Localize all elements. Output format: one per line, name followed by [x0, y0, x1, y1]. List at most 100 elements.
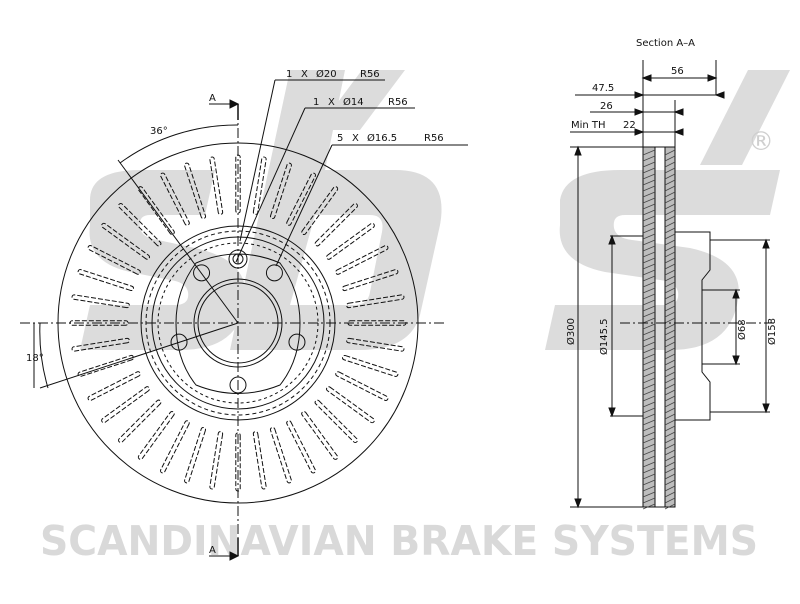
dim-158-arrow-top [762, 238, 770, 249]
hatch-line [664, 419, 676, 426]
sbs-logo-watermark [80, 70, 790, 350]
hatch-line [664, 263, 676, 270]
hatch-line [664, 215, 676, 222]
hatch-line [642, 467, 656, 474]
hatch-line [642, 497, 656, 504]
cooling-vane [184, 427, 207, 484]
cooling-vane [137, 411, 175, 460]
hatch-line [664, 455, 676, 462]
hatch-line [642, 389, 656, 396]
hatch-line [642, 473, 656, 480]
hatch-line [664, 173, 676, 180]
cooling-vane [71, 337, 130, 352]
registered-mark: ® [748, 127, 774, 157]
callout-2-radius: R56 [388, 97, 408, 108]
hatch-line [664, 305, 676, 312]
hatch-line [664, 413, 676, 420]
hatch-line [642, 251, 656, 258]
cooling-vane [286, 172, 316, 226]
hatch-line [642, 335, 656, 342]
callout-2: 1 X Ø14 R56 [313, 96, 408, 108]
hatch-line [664, 227, 676, 234]
min-th-value: 22 [623, 120, 636, 131]
hatch-line [642, 329, 656, 336]
hatch-line [664, 269, 676, 276]
cooling-vane [301, 411, 339, 460]
hatch-line [664, 353, 676, 360]
hatch-line [642, 239, 656, 246]
hatch-line [642, 209, 656, 216]
hatch-line [664, 233, 676, 240]
hatch-line [642, 443, 656, 450]
hatch-line [642, 413, 656, 420]
hatch-line [664, 497, 676, 504]
leader-callout-3 [275, 144, 333, 267]
cooling-vane [301, 186, 339, 235]
hatch-line [642, 503, 656, 510]
angle-18-arc [39, 322, 49, 389]
hatch-line [642, 245, 656, 252]
hatch-line [642, 269, 656, 276]
hatch-line [642, 233, 656, 240]
dim-26-label: 26 [600, 101, 613, 112]
hatch-line [642, 347, 656, 354]
hatch-line [664, 245, 676, 252]
hatch-line [664, 191, 676, 198]
hatch-line [642, 215, 656, 222]
cooling-vane [101, 222, 150, 260]
hatch-line [664, 431, 676, 438]
dim-145-arrow-bottom [608, 407, 616, 418]
tagline-text: SCANDINAVIAN BRAKE SYSTEMS [40, 517, 758, 565]
wheel-bolt-hole [265, 264, 283, 282]
hatch-line [664, 461, 676, 468]
cooling-vane [87, 371, 141, 401]
section-marker-bottom: A [209, 545, 216, 556]
cooling-vane [335, 245, 389, 275]
hatch-line [664, 281, 676, 288]
hatch-line [642, 383, 656, 390]
hatch-line [664, 449, 676, 456]
hatch-line [642, 425, 656, 432]
callout-1-radius: R56 [360, 69, 380, 80]
logo-slash-right [700, 70, 790, 165]
callout-2-diameter: Ø14 [343, 96, 364, 108]
hatch-line [664, 167, 676, 174]
section-title: Section A–A [636, 38, 695, 49]
hatch-line [664, 257, 676, 264]
hatch-line [642, 263, 656, 270]
dim-300-arrow-bottom [574, 498, 582, 509]
section-arrow-bottom-head [229, 551, 240, 561]
hatch-line [664, 239, 676, 246]
hatch-line [664, 275, 676, 282]
callout-2-qty: 1 [313, 97, 319, 108]
cooling-vane [118, 399, 162, 443]
dim-300-arrow-top [574, 145, 582, 156]
hat-profile [675, 231, 711, 421]
hatch-line [642, 299, 656, 306]
cooling-vane [269, 427, 292, 484]
hatch-line [664, 365, 676, 372]
hatch-line [642, 173, 656, 180]
cooling-vane [346, 294, 405, 309]
cooling-vane [335, 371, 389, 401]
callout-3-x: X [352, 133, 359, 144]
cooling-vane [160, 172, 190, 226]
cooling-vane [342, 354, 399, 377]
hatch-line [664, 503, 676, 510]
dim-56-label: 56 [671, 66, 684, 77]
min-th-label: Min TH [571, 120, 606, 131]
cooling-vane [77, 269, 134, 292]
cooling-vane [326, 222, 375, 260]
callout-1-x: X [301, 69, 308, 80]
cooling-vane [314, 399, 358, 443]
cooling-vane [342, 269, 399, 292]
hatch-line [664, 155, 676, 162]
callout-3-radius: R56 [424, 133, 444, 144]
hatch-line [664, 317, 676, 324]
dim-145-arrow-top [608, 234, 616, 245]
min-th-arrow-right [673, 128, 684, 136]
hatch-line [642, 281, 656, 288]
hatch-line [664, 311, 676, 318]
callout-2-x: X [328, 97, 335, 108]
hatch-line [664, 287, 676, 294]
